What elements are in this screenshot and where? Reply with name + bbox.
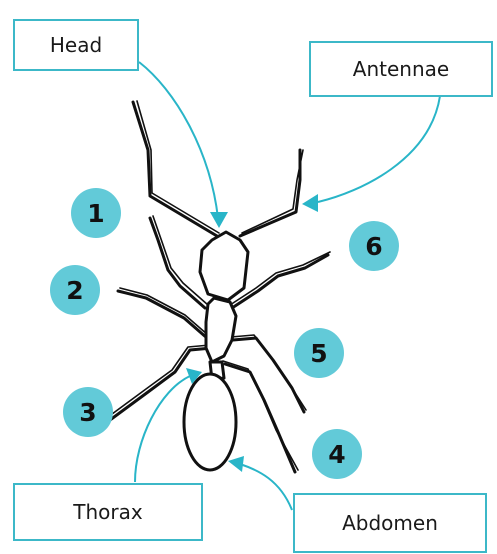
leg-number-1: 1 [71, 188, 121, 238]
label-antennae: Antennae [353, 57, 449, 81]
leg-number-2-text: 2 [66, 276, 83, 305]
abdomen-pointer [240, 464, 292, 510]
ant-abdomen [184, 374, 236, 470]
label-thorax-group: Thorax [14, 484, 202, 540]
ant-head [200, 232, 248, 300]
leg-number-4-text: 4 [328, 440, 345, 469]
ant-illustration [108, 101, 330, 472]
leg-number-5-text: 5 [310, 339, 327, 368]
abdomen-arrowhead [228, 456, 244, 472]
leg-number-6-text: 6 [365, 232, 382, 261]
label-head: Head [50, 33, 102, 57]
leg-number-3-text: 3 [79, 398, 96, 427]
leg-number-4: 4 [312, 429, 362, 479]
leg-number-3: 3 [63, 387, 113, 437]
leg-number-2: 2 [50, 265, 100, 315]
head-arrowhead [210, 212, 228, 228]
label-thorax: Thorax [72, 500, 143, 524]
label-head-group: Head [14, 20, 138, 70]
leg-number-6: 6 [349, 221, 399, 271]
label-abdomen-group: Abdomen [294, 494, 486, 552]
leg-number-5: 5 [294, 328, 344, 378]
antennae-arrowhead [302, 194, 318, 212]
label-antennae-group: Antennae [310, 42, 492, 96]
leg-number-1-text: 1 [87, 199, 104, 228]
ant-thorax [206, 298, 236, 362]
label-abdomen: Abdomen [342, 511, 438, 535]
antennae-pointer [318, 96, 440, 202]
